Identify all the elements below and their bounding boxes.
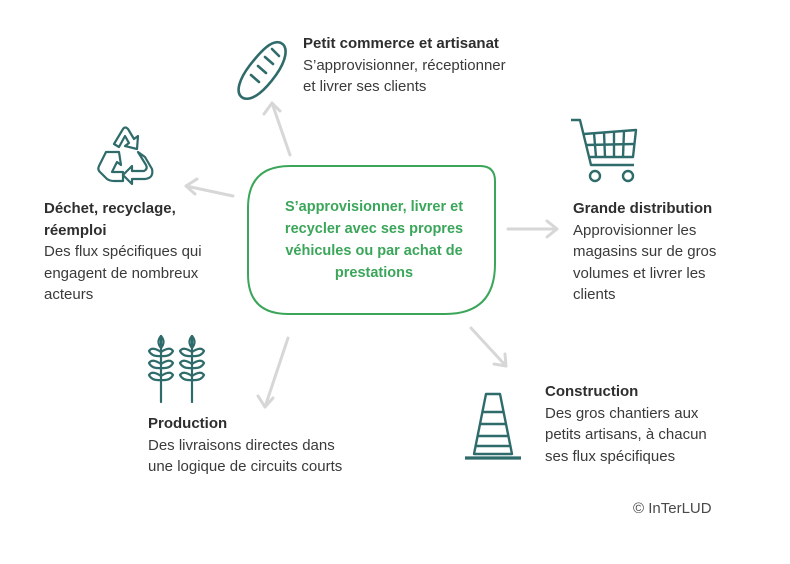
bread-icon bbox=[237, 40, 287, 101]
recycle-icon bbox=[97, 126, 154, 186]
arrow-to-construction bbox=[469, 326, 508, 368]
shopping-cart-icon bbox=[571, 118, 638, 183]
arrow-to-petit-commerce bbox=[262, 101, 292, 157]
arrow-to-grande-distribution bbox=[506, 219, 559, 239]
node-dechet: Déchet, recyclage, réemploi Des flux spé… bbox=[44, 198, 202, 306]
node-description: S’approvisionner, réceptionner et livrer… bbox=[303, 56, 506, 96]
node-title: Déchet, recyclage, réemploi bbox=[44, 200, 176, 239]
node-construction: Construction Des gros chantiers aux peti… bbox=[545, 381, 707, 467]
node-description: Des livraisons directes dans une logique… bbox=[148, 436, 343, 476]
traffic-cone-icon bbox=[465, 392, 521, 460]
wheat-icon bbox=[147, 334, 206, 404]
node-title: Petit commerce et artisanat bbox=[303, 35, 499, 52]
node-title: Grande distribution bbox=[573, 200, 713, 217]
node-title: Construction bbox=[545, 383, 639, 400]
node-grande-distribution: Grande distribution Approvisionner les m… bbox=[573, 198, 716, 306]
node-petit-commerce: Petit commerce et artisanat S’approvisio… bbox=[303, 33, 506, 98]
node-description: Des flux spécifiques qui engagent de nom… bbox=[44, 243, 202, 303]
node-title: Production bbox=[148, 415, 228, 432]
center-text: S’approvisionner, livrer et recycler ave… bbox=[284, 199, 464, 281]
node-production: Production Des livraisons directes dans … bbox=[148, 413, 342, 478]
node-description: Des gros chantiers aux petits artisans, … bbox=[545, 404, 707, 465]
node-description: Approvisionner les magasins sur de gros … bbox=[573, 221, 717, 304]
arrow-to-production bbox=[256, 336, 290, 409]
arrow-to-dechet bbox=[184, 177, 235, 198]
copyright-credit: © InTerLUD bbox=[633, 500, 712, 517]
